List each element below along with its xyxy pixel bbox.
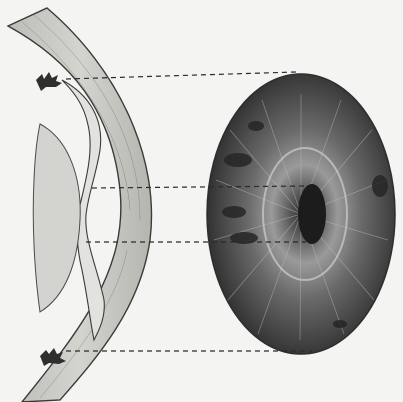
ciliary-tuft-top: [36, 72, 62, 91]
iris-front-view: [207, 74, 395, 354]
pupil: [298, 184, 326, 244]
lens: [33, 124, 80, 312]
